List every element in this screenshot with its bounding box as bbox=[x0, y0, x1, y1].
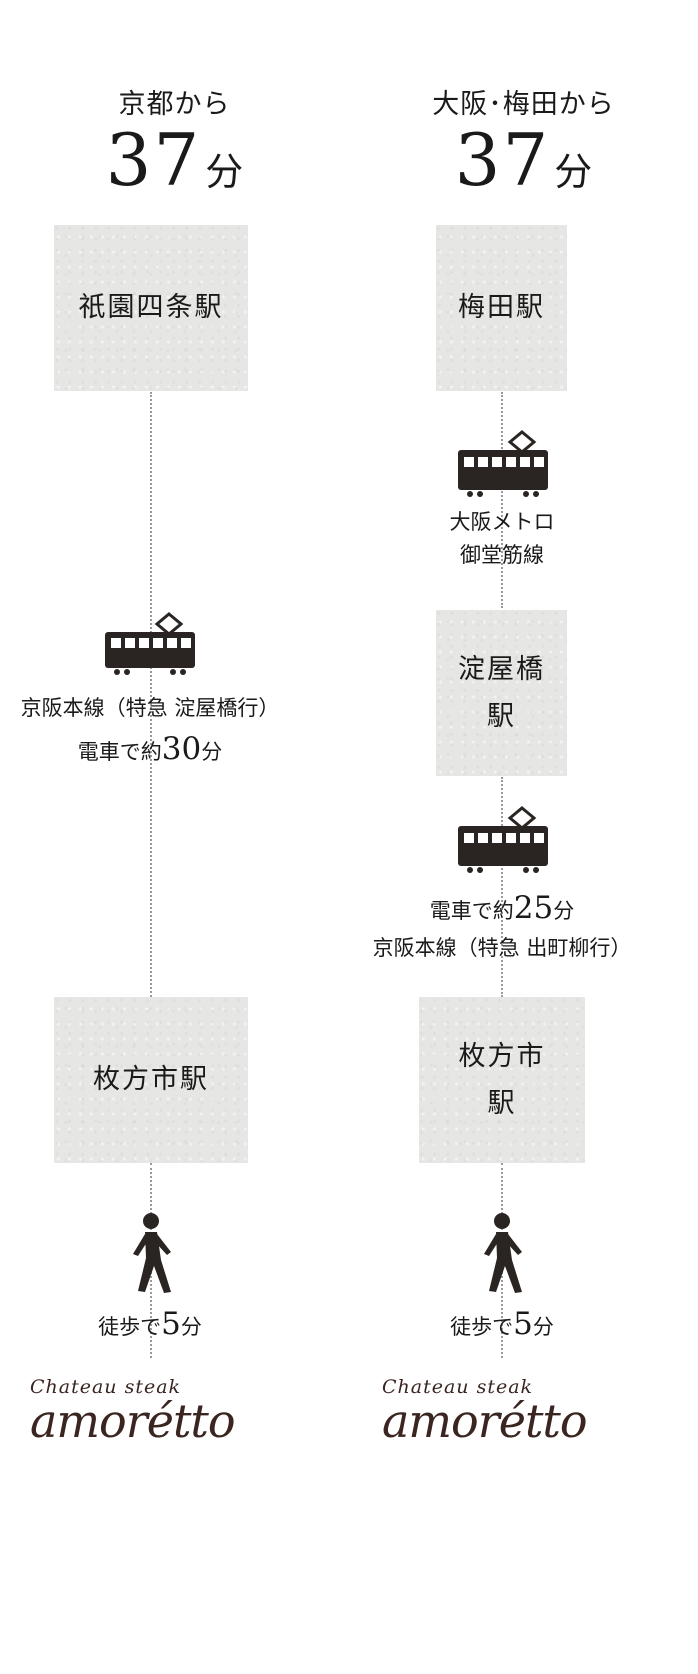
train-icon bbox=[458, 806, 548, 873]
duration-value: 25 bbox=[513, 890, 554, 926]
duration-prefix: 電車で約 bbox=[77, 739, 162, 764]
travel-time-unit: 分 bbox=[554, 150, 593, 194]
route-line-name: 大阪メトロ bbox=[449, 510, 555, 534]
logo-wordmark: amorétto bbox=[30, 1394, 236, 1448]
route-description: 京阪本線（特急 淀屋橋行） 電車で約30分 bbox=[0, 692, 300, 773]
station-name-line: 淀屋橋 bbox=[458, 653, 545, 685]
duration-value: 30 bbox=[161, 730, 202, 767]
walk-value: 5 bbox=[161, 1306, 181, 1342]
route-line-name: 御堂筋線 bbox=[460, 542, 544, 567]
route-duration: 電車で約30分 bbox=[0, 725, 300, 773]
route-description: 電車で約25分 京阪本線（特急 出町柳行） bbox=[349, 884, 655, 965]
walk-duration: 徒歩で5分 bbox=[0, 1300, 300, 1348]
walk-unit: 分 bbox=[180, 1315, 202, 1339]
walking-person-icon bbox=[133, 1213, 171, 1293]
station-name: 梅田駅 bbox=[458, 292, 545, 324]
walk-prefix: 徒歩で bbox=[98, 1315, 162, 1339]
station-name: 枚方市駅 bbox=[93, 1064, 209, 1096]
station-yodoyabashi: 淀屋橋駅 bbox=[436, 610, 567, 776]
station-hirakatashi: 枚方市駅 bbox=[419, 997, 585, 1163]
route-line-name: 京阪本線（特急 淀屋橋行） bbox=[20, 696, 280, 720]
station-name: 祇園四条駅 bbox=[78, 292, 224, 324]
route-description: 大阪メトロ 御堂筋線 bbox=[349, 506, 655, 571]
duration-unit: 分 bbox=[553, 899, 575, 923]
station-gion-shijo: 祇園四条駅 bbox=[54, 225, 248, 391]
train-icon bbox=[458, 430, 548, 497]
route-dotted-line bbox=[150, 392, 152, 997]
route-line-name: 京阪本線（特急 出町柳行） bbox=[372, 936, 632, 961]
station-hirakatashi: 枚方市駅 bbox=[54, 997, 248, 1163]
station-umeda: 梅田駅 bbox=[436, 225, 567, 391]
station-name-line: 枚方市 bbox=[458, 1040, 546, 1072]
travel-time-minutes: 37 bbox=[454, 118, 551, 202]
amoretto-logo: Chateau steak amorétto bbox=[382, 1376, 642, 1444]
duration-unit: 分 bbox=[201, 739, 223, 764]
logo-wordmark: amorétto bbox=[382, 1394, 588, 1448]
walking-person-icon bbox=[484, 1213, 522, 1293]
station-name: 淀屋橋駅 bbox=[458, 646, 545, 741]
origin-label: 大阪･梅田から bbox=[432, 89, 615, 120]
amoretto-logo: Chateau steak amorétto bbox=[30, 1376, 290, 1444]
route-duration: 電車で約25分 bbox=[349, 884, 655, 932]
walk-prefix: 徒歩で bbox=[450, 1315, 514, 1339]
walk-value: 5 bbox=[513, 1306, 533, 1342]
walk-unit: 分 bbox=[532, 1315, 554, 1339]
logo-tagline: Chateau steak bbox=[30, 1376, 182, 1398]
duration-prefix: 電車で約 bbox=[429, 899, 514, 923]
walk-duration: 徒歩で5分 bbox=[349, 1300, 655, 1348]
route-dotted-line bbox=[501, 392, 503, 608]
origin-label: 京都から bbox=[118, 89, 231, 120]
travel-time-unit: 分 bbox=[205, 150, 244, 194]
station-name-line: 駅 bbox=[487, 701, 516, 732]
logo-tagline: Chateau steak bbox=[382, 1376, 534, 1398]
station-name: 枚方市駅 bbox=[459, 1033, 546, 1128]
travel-time-minutes: 37 bbox=[105, 118, 202, 202]
train-icon bbox=[105, 612, 195, 675]
station-name-line: 駅 bbox=[487, 1088, 517, 1119]
route-dotted-line bbox=[501, 777, 503, 997]
